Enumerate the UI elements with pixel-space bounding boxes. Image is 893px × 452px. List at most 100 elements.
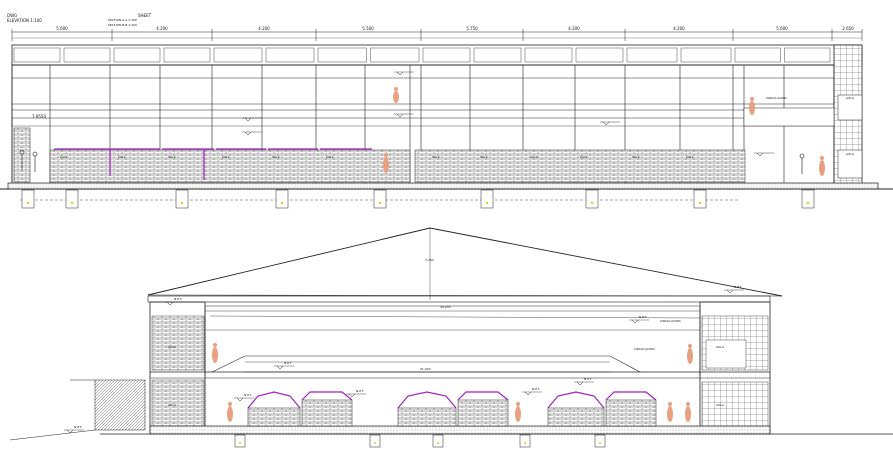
title-center-label: SHEET — [138, 13, 152, 18]
clerestory-window — [734, 47, 781, 63]
dimension-1: 5.600 — [56, 26, 68, 31]
room-tag: SALA — [118, 155, 126, 159]
level-marker — [66, 429, 74, 434]
footing — [369, 434, 381, 448]
footing — [234, 434, 246, 448]
dimension-4: 5.500 — [362, 26, 374, 31]
room-tag: SALA — [60, 155, 68, 159]
footing — [594, 434, 606, 448]
dimension-9: 2.650 — [842, 26, 854, 31]
outline-figures — [19, 149, 805, 174]
span-upper-label: 30.200 — [440, 305, 451, 309]
clerestory-window — [163, 47, 211, 63]
level-tag: N.P.T. — [734, 285, 742, 289]
footing-marker — [180, 201, 184, 205]
clerestory-window — [63, 47, 111, 63]
level-marker — [602, 121, 610, 126]
footing-marker — [485, 201, 489, 205]
footing — [585, 189, 599, 209]
bottom-section — [9, 227, 893, 448]
clerestory-window — [575, 47, 624, 63]
title-line-3: SECTION A-A 1:100 — [108, 18, 137, 22]
footing — [693, 189, 707, 209]
dimension-2: 4.200 — [156, 26, 168, 31]
kiosk-wall — [457, 399, 509, 427]
footing — [175, 189, 189, 209]
clerestory-window — [213, 47, 263, 63]
kiosk-roof — [301, 391, 353, 401]
room-tag: SALA — [222, 155, 230, 159]
purple-beams — [54, 148, 372, 180]
footing-marker — [280, 201, 284, 205]
dimension-8: 5.600 — [776, 26, 788, 31]
kiosk-wall — [247, 407, 301, 427]
level-tag: N.P.T. — [639, 315, 647, 319]
footing-marker — [70, 201, 74, 205]
section-level-markers — [64, 289, 744, 434]
dimension-7: 4.200 — [673, 26, 685, 31]
level-marker — [244, 117, 252, 122]
footing — [432, 434, 444, 448]
title-line-1: DWG — [7, 13, 18, 18]
kiosk-roof — [605, 391, 657, 401]
clerestory-window — [113, 47, 161, 63]
title-line-2: ELEVATION 1:100 — [7, 18, 42, 23]
kiosk-roof — [547, 391, 605, 409]
level-marker — [524, 391, 532, 396]
footing — [373, 189, 387, 209]
annotation-circulacion-right: CIRCULACION — [660, 319, 681, 323]
level-markers — [242, 71, 774, 157]
section-human-figures — [212, 343, 693, 422]
level-marker — [576, 381, 584, 386]
level-marker — [756, 152, 764, 157]
title-line-4: SECTION B-B 1:100 — [108, 23, 137, 27]
level-tag: N.P.T. — [244, 393, 252, 397]
kiosk-structures — [247, 391, 657, 427]
footing-marker — [239, 442, 241, 444]
room-tag: SALA — [272, 155, 280, 159]
annotation-circulacion-center: CIRCULACION — [634, 347, 655, 351]
footing-marker — [698, 201, 702, 205]
footing-marker — [437, 442, 439, 444]
clerestory-windows — [13, 47, 831, 63]
kiosk-wall — [397, 407, 457, 427]
annotation-circulacion-top: CIRCULACION — [766, 96, 787, 100]
room-right-upper: AULA — [716, 345, 725, 349]
clerestory-window — [422, 47, 471, 63]
dimension-ticks — [11, 29, 863, 41]
level-marker — [236, 397, 244, 402]
level-marker — [396, 71, 404, 76]
kiosk-roof — [397, 391, 457, 409]
clerestory-window — [473, 47, 522, 63]
room-tag: SALA — [580, 155, 588, 159]
room-tag: SALA — [432, 155, 440, 159]
footing-marker — [806, 201, 810, 205]
clerestory-window — [626, 47, 678, 63]
room-tag: SALA — [686, 155, 694, 159]
footing-marker — [374, 442, 376, 444]
footing-marker — [524, 442, 526, 444]
room-tag: SALA — [530, 155, 538, 159]
foundation-footings — [21, 189, 815, 209]
clerestory-window — [13, 47, 61, 63]
footing-marker — [599, 442, 601, 444]
level-tag: N.P.T. — [532, 387, 540, 391]
level-marker — [348, 393, 356, 398]
clerestory-window — [524, 47, 573, 63]
footing-marker — [26, 201, 30, 205]
level-marker — [276, 365, 284, 370]
dimension-3: 4.200 — [258, 26, 270, 31]
level-marker — [726, 289, 734, 294]
footing — [65, 189, 79, 209]
room-tag: SALA — [168, 155, 176, 159]
room-right-lower: AULA — [716, 403, 725, 407]
span-lower-label: 21.400 — [420, 367, 431, 371]
section-footings — [234, 434, 606, 448]
footing — [21, 189, 35, 209]
clerestory-window — [784, 47, 831, 63]
level-tag: N.P.T. — [74, 425, 82, 429]
footing — [275, 189, 289, 209]
clerestory-window — [370, 47, 420, 63]
kiosk-wall — [547, 407, 605, 427]
